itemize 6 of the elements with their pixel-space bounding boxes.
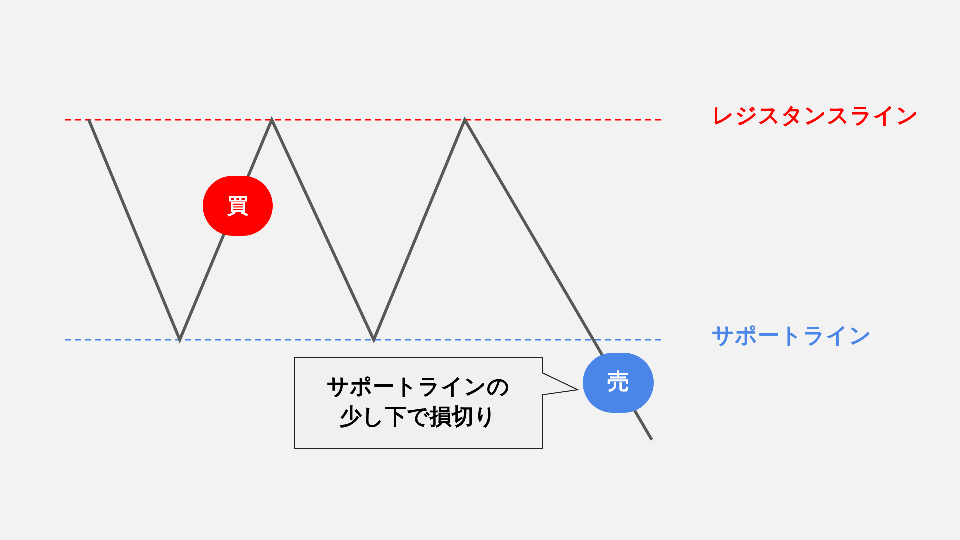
resistance-line-label: レジスタンスライン — [712, 104, 919, 130]
support-line-label: サポートライン — [712, 324, 872, 350]
callout-text: サポートラインの少し下で損切り — [326, 374, 511, 432]
sell-marker: 売 — [583, 353, 654, 413]
speech-callout — [294, 357, 579, 449]
buy-marker: 買 — [203, 176, 273, 236]
